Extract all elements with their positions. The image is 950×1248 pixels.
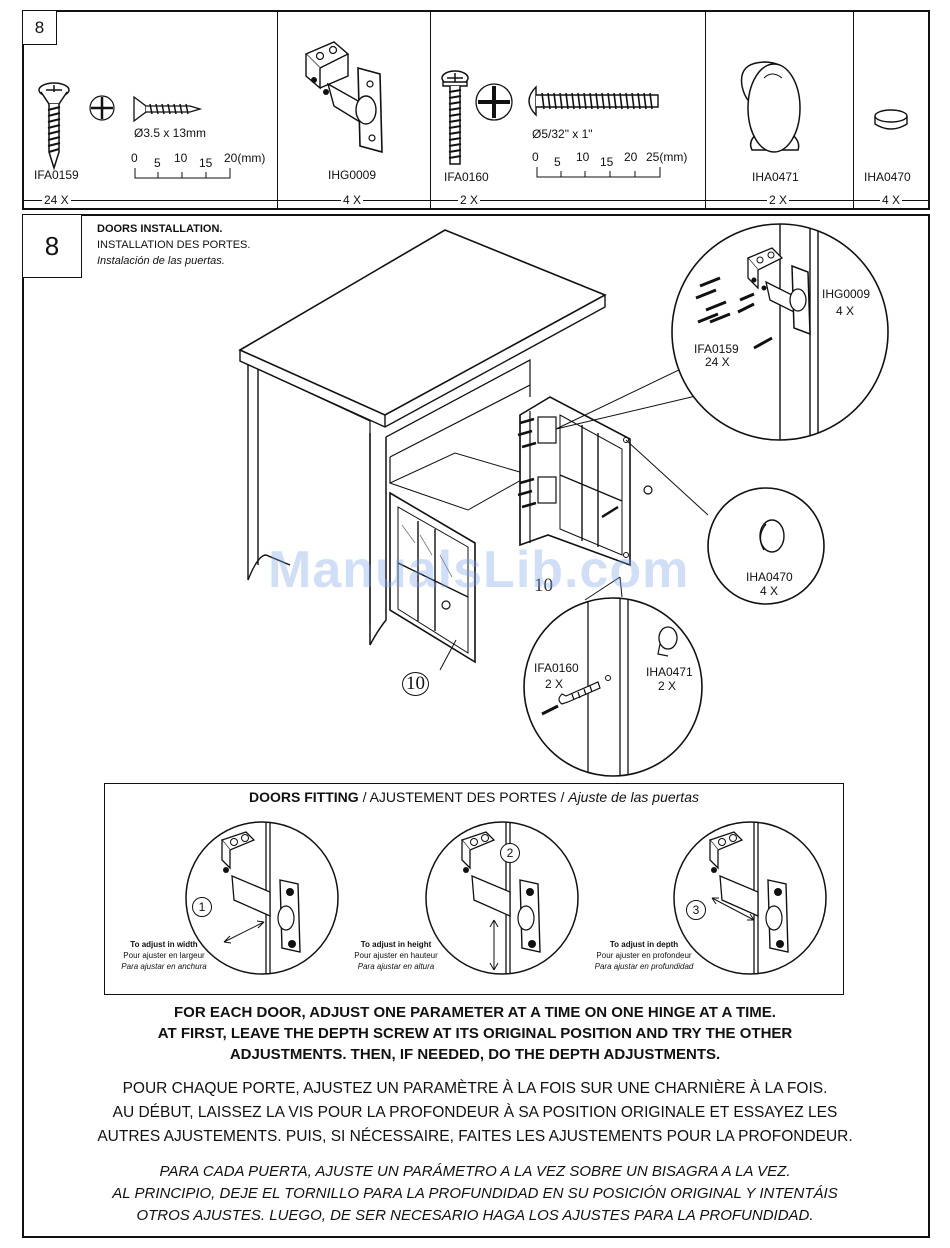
knob-icon — [740, 61, 801, 153]
instruction-line: AUTRES AJUSTEMENTS. PUIS, SI NÉCESSAIRE,… — [97, 1128, 853, 1145]
part-size-label: Ø5/32" x 1" — [532, 127, 593, 141]
part-code-label: IHA0471 — [752, 170, 799, 184]
main-step-panel — [22, 214, 930, 1238]
instructions-fr: POUR CHAQUE PORTE, AJUSTEZ UN PARAMÈTRE … — [0, 1077, 950, 1149]
machine-bolt-icon — [441, 70, 469, 165]
part-code-label: IHA0470 — [864, 170, 911, 184]
adjust-height-text: To adjust in height Pour ajuster en haut… — [336, 939, 456, 972]
ruler-tick-label: 5 — [554, 155, 561, 169]
part-qty-label: 2 X — [458, 193, 481, 207]
screw-side-icon — [133, 95, 203, 123]
bumper-pad-icon — [874, 109, 908, 130]
instruction-line: FOR EACH DOOR, ADJUST ONE PARAMETER AT A… — [174, 1004, 776, 1021]
callout-bumper-code: IHA0470 — [746, 570, 793, 584]
callout-knob-qty: 2 X — [658, 679, 677, 693]
adjust-label-en: To adjust in width — [130, 940, 198, 949]
bolt-side-icon — [528, 85, 659, 117]
ruler-tick-label: 15 — [600, 155, 614, 169]
divider — [430, 10, 431, 209]
part-qty-label: 24 X — [42, 193, 71, 207]
ruler-tick-label: 5 — [154, 156, 161, 170]
wood-screw-icon — [38, 82, 70, 171]
adjust-label-fr: Pour ajuster en largeur — [123, 951, 205, 960]
callout-hinge-qty: 4 X — [836, 304, 855, 318]
adjust-label-es: Para ajustar en altura — [357, 962, 435, 971]
adjust-number-badge: 3 — [686, 900, 706, 920]
hinge-detail-circle — [671, 223, 889, 441]
ruler-tick-label: 15 — [199, 156, 213, 170]
adjust-width-diagram — [185, 821, 339, 975]
watermark: ManualsLib.com — [268, 541, 690, 599]
knob-detail-circle — [523, 597, 703, 777]
instructions-es: PARA CADA PUERTA, AJUSTE UN PARÁMETRO A … — [0, 1161, 950, 1227]
callout-bolt-code: IFA0160 — [534, 661, 579, 675]
instruction-line: POUR CHAQUE PORTE, AJUSTEZ UN PARAMÈTRE … — [122, 1080, 828, 1097]
part-size-label: Ø3.5 x 13mm — [134, 126, 207, 140]
part-qty-label: 4 X — [880, 193, 903, 207]
adjust-label-es: Para ajustar en anchura — [121, 962, 207, 971]
hinge-icon — [304, 41, 383, 154]
fitting-title-fr: AJUSTEMENT DES PORTES — [369, 789, 557, 805]
instruction-line: AU DÉBUT, LAISSEZ LA VIS POUR LA PROFOND… — [112, 1104, 838, 1121]
divider — [853, 10, 854, 209]
step-title-es: Instalación de las puertas. — [97, 255, 225, 267]
adjust-label-en: To adjust in depth — [609, 940, 679, 949]
ruler-tick-label: 10 — [576, 150, 590, 164]
adjust-label-fr: Pour ajuster en profondeur — [596, 951, 692, 960]
part-qty-label: 4 X — [341, 193, 364, 207]
callout-bumper-qty: 4 X — [760, 584, 779, 598]
title-separator: / — [556, 789, 569, 805]
ruler-tick-label: 20 — [624, 150, 638, 164]
callout-screw-code: IFA0159 — [694, 342, 739, 356]
ruler-icon — [536, 167, 661, 178]
step-title-en: DOORS INSTALLATION. — [97, 223, 223, 235]
step-number: 8 — [22, 214, 82, 278]
divider — [277, 10, 278, 209]
ruler-tick-label: 0 — [532, 150, 539, 164]
parts-header — [22, 10, 930, 210]
adjust-label-en: To adjust in height — [360, 940, 432, 949]
part-code-label: IFA0160 — [444, 170, 489, 184]
callout-bolt-qty: 2 X — [545, 677, 564, 691]
divider — [705, 10, 706, 209]
step-title-fr: INSTALLATION DES PORTES. — [97, 239, 251, 251]
phillips-head-icon — [475, 83, 513, 121]
instruction-line: PARA CADA PUERTA, AJUSTE UN PARÁMETRO A … — [159, 1163, 791, 1180]
adjust-number-badge: 2 — [500, 843, 520, 863]
instructions-en: FOR EACH DOOR, ADJUST ONE PARAMETER AT A… — [0, 1002, 950, 1065]
part-qty-label: 2 X — [767, 193, 790, 207]
parts-step-number: 8 — [22, 10, 57, 45]
instruction-line: OTROS AJUSTES. LUEGO, DE SER NECESARIO H… — [136, 1207, 814, 1224]
bumper-detail-circle — [707, 487, 825, 605]
callout-screw-qty: 24 X — [705, 355, 730, 369]
adjust-label-fr: Pour ajuster en hauteur — [354, 951, 438, 960]
callout-knob-code: IHA0471 — [646, 665, 693, 679]
doors-fitting-title: DOORS FITTING / AJUSTEMENT DES PORTES / … — [104, 789, 844, 805]
part-code-label: IHG0009 — [328, 168, 377, 182]
part-number-label: 10 — [534, 575, 553, 596]
ruler-tick-label: 25(mm) — [646, 150, 688, 164]
adjust-width-text: To adjust in width Pour ajuster en large… — [104, 939, 224, 972]
ruler-icon — [134, 168, 231, 179]
adjust-depth-text: To adjust in depth Pour ajuster en profo… — [584, 939, 704, 972]
cabinet-illustration — [238, 229, 711, 671]
part-number-label: 10 — [402, 672, 429, 696]
callout-hinge-code: IHG0009 — [822, 287, 871, 301]
ruler-tick-label: 20(mm) — [224, 151, 266, 165]
adjust-depth-diagram — [673, 821, 827, 975]
ruler-tick-label: 10 — [174, 151, 188, 165]
fitting-title-en: DOORS FITTING — [249, 789, 359, 805]
title-separator: / — [358, 789, 370, 805]
instruction-line: AL PRINCIPIO, DEJE EL TORNILLO PARA LA P… — [112, 1185, 838, 1202]
instruction-line: AT FIRST, LEAVE THE DEPTH SCREW AT ITS O… — [157, 1025, 793, 1042]
ruler-tick-label: 0 — [131, 151, 138, 165]
adjust-number-badge: 1 — [192, 897, 212, 917]
adjust-label-es: Para ajustar en profundidad — [594, 962, 694, 971]
part-code-label: IFA0159 — [34, 168, 79, 182]
instruction-line: ADJUSTMENTS. THEN, IF NEEDED, DO THE DEP… — [229, 1046, 721, 1063]
phillips-head-icon — [89, 95, 115, 121]
doors-fitting-panel — [104, 783, 844, 995]
fitting-title-es: Ajuste de las puertas — [568, 789, 699, 805]
